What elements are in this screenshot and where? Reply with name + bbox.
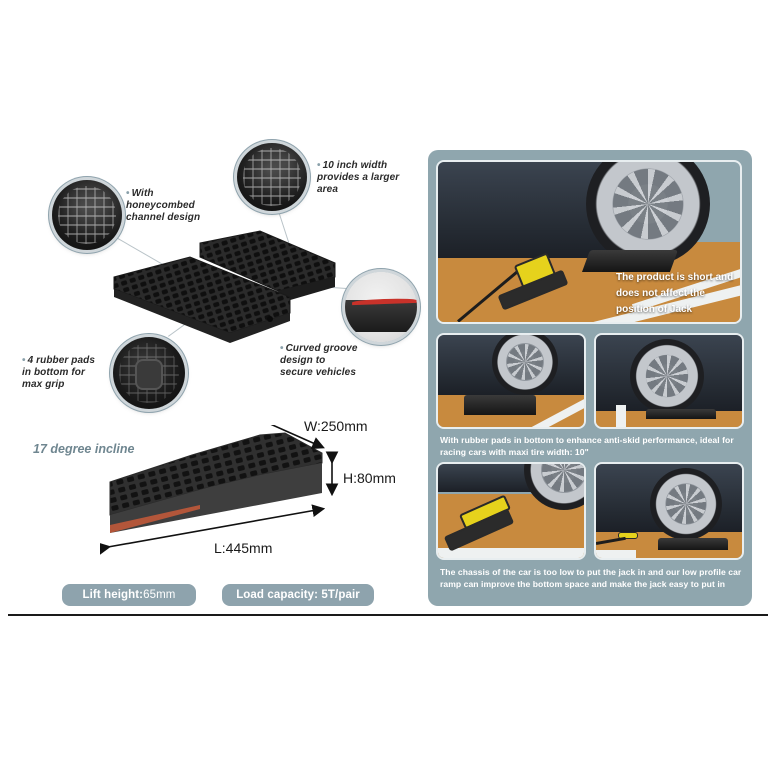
ramp-pair-image bbox=[113, 230, 336, 343]
feature-pads: •4 rubber pads in bottom for max grip bbox=[22, 355, 96, 390]
ramp-front-photo bbox=[436, 333, 586, 429]
jack-clearance-photo: The product is short and does not affect… bbox=[436, 160, 742, 324]
incline-label: 17 degree incline bbox=[33, 442, 135, 456]
usage-photo-panel: The product is short and does not affect… bbox=[428, 150, 752, 606]
height-dimension: H:80mm bbox=[343, 470, 396, 486]
load-capacity-badge: Load capacity: 5T/pair bbox=[222, 584, 374, 606]
width-dimension: W:250mm bbox=[304, 418, 368, 434]
feature-width: •10 inch width provides a larger area bbox=[317, 160, 400, 195]
bottom-divider bbox=[8, 614, 768, 616]
anti-skid-caption: With rubber pads in bottom to enhance an… bbox=[440, 435, 734, 457]
groove-detail-image bbox=[345, 272, 417, 342]
width-detail-image bbox=[237, 143, 307, 211]
feature-honeycomb: •With honeycombed channel design bbox=[126, 188, 201, 223]
jack-under-car-photo bbox=[594, 462, 744, 560]
single-ramp-image bbox=[100, 425, 339, 555]
jack-clearance-caption: The chassis of the car is too low to put… bbox=[440, 567, 742, 589]
honeycomb-detail-image bbox=[52, 180, 122, 250]
length-dimension: L:445mm bbox=[214, 540, 273, 556]
feature-groove: •Curved groove design to secure vehicles bbox=[280, 343, 358, 378]
jack-closeup-photo bbox=[436, 462, 586, 560]
rubber-pad-detail-image bbox=[113, 337, 185, 409]
lift-height-badge: Lift height:65mm bbox=[62, 584, 196, 606]
ramp-side-photo bbox=[594, 333, 744, 429]
photo1-caption: The product is short and does not affect… bbox=[616, 272, 734, 315]
